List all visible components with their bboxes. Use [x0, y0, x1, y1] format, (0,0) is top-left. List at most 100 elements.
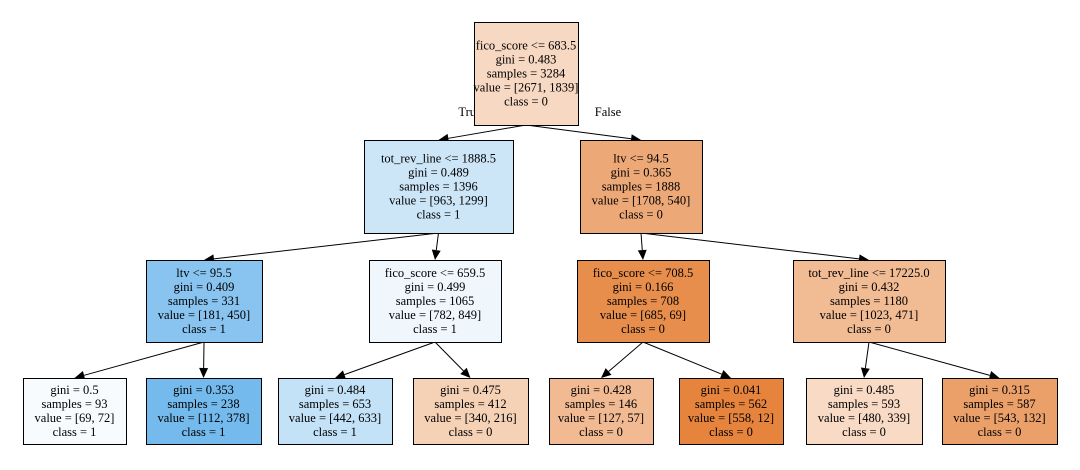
node-box: [278, 378, 393, 445]
node-text-line: samples = 1065: [396, 294, 475, 308]
node-text-line: samples = 708: [607, 294, 679, 308]
node-text-line: fico_score <= 683.5: [476, 39, 577, 53]
node-text-line: gini = 0.484: [305, 383, 367, 397]
node-text-line: class = 0: [579, 425, 623, 439]
node-text-line: class = 0: [619, 208, 663, 222]
node-text-line: gini = 0.432: [839, 280, 900, 294]
arrowhead-icon: [637, 249, 647, 260]
node-text-line: value = [963, 1299]: [389, 194, 488, 208]
node-text-line: gini = 0.315: [969, 383, 1030, 397]
node-text-line: tot_rev_line <= 17225.0: [808, 266, 929, 280]
node-box: [679, 378, 784, 445]
edge-line: [640, 232, 643, 251]
node-text-line: value = [480, 339]: [818, 411, 910, 425]
node-box: [793, 260, 946, 343]
node-text-line: class = 0: [842, 425, 886, 439]
node-text-line: class = 1: [182, 425, 226, 439]
node-text-line: value = [1023, 471]: [820, 308, 919, 322]
node-text-line: class = 1: [182, 322, 226, 336]
edge-line: [525, 124, 632, 140]
node-text-line: class = 0: [978, 425, 1022, 439]
edge-line: [448, 124, 527, 139]
node-text-line: value = [442, 633]: [289, 411, 381, 425]
node-box: [23, 378, 127, 445]
node-text-line: samples = 412: [434, 397, 506, 411]
node-text-line: samples = 587: [963, 397, 1035, 411]
edge-n6-n14: [868, 341, 1000, 380]
arrowhead-icon: [860, 367, 870, 378]
node-text-line: class = 0: [449, 425, 493, 439]
node-text-line: tot_rev_line <= 1888.5: [381, 152, 496, 166]
node-box: [549, 378, 654, 445]
node-text-line: samples = 1396: [399, 180, 478, 194]
node-text-line: value = [1708, 540]: [592, 194, 691, 208]
node-text-line: value = [181, 450]: [158, 308, 250, 322]
node-text-line: class = 0: [621, 322, 665, 336]
node-text-line: samples = 3284: [487, 67, 566, 81]
node-text-line: gini = 0.475: [440, 383, 501, 397]
edge-n1-n4: [431, 232, 441, 260]
node-text-line: samples = 593: [828, 397, 900, 411]
edge-line: [84, 341, 205, 376]
node-text-line: samples = 331: [168, 294, 240, 308]
node-text-line: samples = 1888: [602, 180, 681, 194]
node-text-line: gini = 0.041: [701, 383, 762, 397]
edge-n5-n11: [601, 341, 644, 378]
node-text-line: samples = 238: [167, 397, 239, 411]
node-box: [146, 378, 262, 445]
node-text-line: ltv <= 94.5: [613, 152, 668, 166]
node-text-line: gini = 0.483: [496, 53, 557, 67]
node-text-line: ltv <= 95.5: [176, 266, 231, 280]
edge-line: [213, 232, 439, 260]
node-text-line: value = [782, 849]: [389, 308, 481, 322]
node-text-line: class = 1: [313, 425, 357, 439]
node-text-line: value = [112, 378]: [158, 411, 250, 425]
arrowhead-icon: [199, 367, 209, 378]
edge-line: [640, 232, 860, 260]
edge-n2-n5: [637, 232, 647, 260]
node-text-line: fico_score <= 659.5: [385, 266, 486, 280]
node-text-line: class = 0: [709, 425, 753, 439]
node-text-line: class = 0: [504, 95, 548, 109]
node-text-line: gini = 0.489: [408, 166, 469, 180]
node-text-line: value = [69, 72]: [35, 411, 115, 425]
node-text-line: gini = 0.353: [173, 383, 234, 397]
edge-line: [434, 341, 464, 372]
arrowhead-icon: [720, 370, 731, 379]
edge-n4-n9: [335, 341, 436, 379]
node-text-line: gini = 0.499: [405, 280, 466, 294]
node-box: [942, 378, 1058, 445]
node-text-line: gini = 0.485: [834, 383, 895, 397]
node-text-line: samples = 653: [299, 397, 371, 411]
node-text-line: samples = 146: [565, 397, 637, 411]
node-text-line: gini = 0.365: [611, 166, 672, 180]
arrowhead-icon: [988, 371, 1000, 380]
node-text-line: gini = 0.428: [571, 383, 632, 397]
edge-n5-n12: [642, 341, 731, 379]
edge-line: [864, 341, 870, 369]
node-text-line: value = [2671, 1839]: [474, 81, 579, 95]
node-text-line: gini = 0.409: [174, 280, 235, 294]
node-text-line: class = 0: [847, 322, 891, 336]
node-text-line: samples = 93: [41, 397, 107, 411]
edge-label-false: False: [595, 105, 622, 119]
node-box: [369, 260, 502, 343]
node-text-line: fico_score <= 708.5: [593, 266, 694, 280]
node-text-line: class = 1: [413, 322, 457, 336]
arrowhead-icon: [431, 249, 441, 260]
node-text-line: class = 1: [53, 425, 97, 439]
edge-line: [344, 341, 436, 376]
node-text-line: value = [543, 132]: [953, 411, 1045, 425]
node-text-line: samples = 1180: [830, 294, 908, 308]
